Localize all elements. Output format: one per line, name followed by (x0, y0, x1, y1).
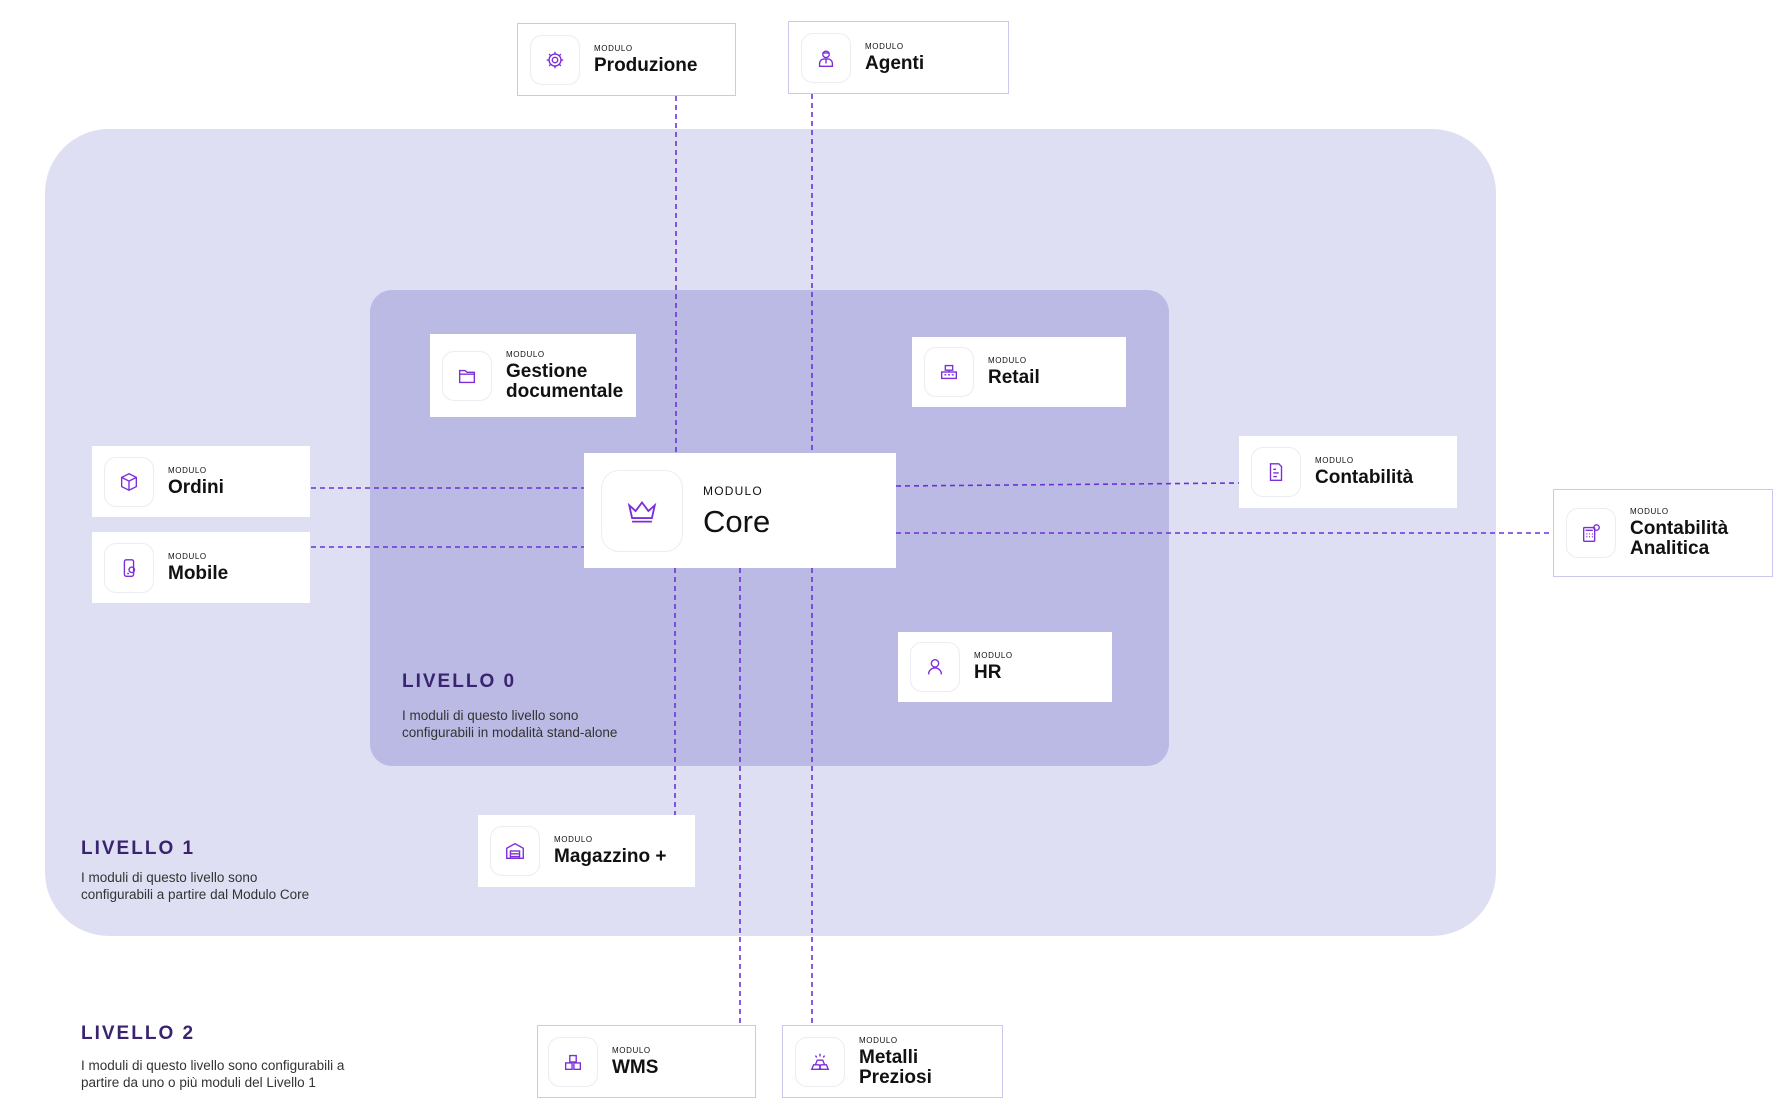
module-ordini[interactable]: MODULO Ordini (92, 446, 310, 517)
folder-icon (442, 350, 492, 401)
boxes-icon (548, 1036, 598, 1087)
module-gestione-documentale[interactable]: MODULO Gestione documentale (430, 334, 636, 417)
module-kicker: MODULO (703, 483, 763, 498)
module-name: Retail (988, 367, 1040, 388)
warehouse-icon (490, 826, 540, 876)
module-name: WMS (612, 1056, 659, 1078)
connector-contabilita (895, 482, 1240, 487)
module-kicker: MODULO (168, 465, 207, 475)
module-kicker: MODULO (168, 551, 207, 561)
module-kicker: MODULO (988, 356, 1027, 365)
module-name: Core (703, 503, 771, 539)
module-name: Contabilità (1315, 467, 1414, 488)
module-name: Metalli Preziosi (859, 1046, 932, 1088)
module-retail[interactable]: MODULO Retail (912, 337, 1126, 407)
module-produzione[interactable]: MODULO Produzione (517, 23, 736, 96)
module-contabilita-analitica[interactable]: MODULO Contabilità Analitica (1553, 489, 1773, 577)
module-name: Ordini (168, 476, 224, 498)
module-kicker: MODULO (612, 1045, 651, 1055)
agent-icon (801, 32, 851, 83)
cash-register-icon (924, 347, 974, 397)
module-kicker: MODULO (859, 1035, 898, 1045)
module-name: Agenti (865, 52, 925, 74)
module-agenti[interactable]: MODULO Agenti (788, 21, 1009, 94)
mobile-icon (104, 542, 154, 593)
module-name: Gestione documentale (506, 360, 624, 402)
level-0-title: LIVELLO 0 (402, 671, 517, 692)
module-name: Mobile (168, 562, 229, 584)
module-kicker: MODULO (974, 651, 1013, 660)
module-kicker: MODULO (554, 835, 593, 844)
module-core[interactable]: MODULO Core (584, 453, 896, 568)
box-icon (104, 456, 154, 507)
module-name: HR (974, 662, 1002, 683)
level-1-description: I moduli di questo livello sono configur… (81, 870, 310, 902)
module-mobile[interactable]: MODULO Mobile (92, 532, 310, 603)
gear-icon (530, 34, 580, 85)
module-kicker: MODULO (1315, 456, 1354, 465)
calculator-icon (1566, 508, 1616, 558)
level-0-description: I moduli di questo livello sono configur… (402, 708, 618, 740)
module-wms[interactable]: MODULO WMS (537, 1025, 756, 1098)
crown-icon (601, 469, 683, 552)
module-contabilita[interactable]: MODULO Contabilità (1239, 436, 1457, 508)
module-name: Magazzino + (554, 846, 667, 867)
module-name: Contabilità Analitica (1630, 518, 1729, 559)
module-name: Produzione (594, 54, 698, 76)
module-kicker: MODULO (594, 43, 633, 53)
gold-bars-icon (795, 1036, 845, 1087)
module-kicker: MODULO (1630, 507, 1669, 516)
invoice-icon (1251, 447, 1301, 497)
person-icon (910, 642, 960, 692)
module-metalli-preziosi[interactable]: MODULO Metalli Preziosi (782, 1025, 1003, 1098)
level-2-title: LIVELLO 2 (81, 1023, 196, 1044)
level-1-title: LIVELLO 1 (81, 838, 196, 859)
module-magazzino[interactable]: MODULO Magazzino + (478, 815, 695, 887)
module-hr[interactable]: MODULO HR (898, 632, 1112, 702)
level-2-description: I moduli di questo livello sono configur… (81, 1058, 345, 1090)
module-kicker: MODULO (506, 349, 545, 359)
module-kicker: MODULO (865, 41, 904, 51)
